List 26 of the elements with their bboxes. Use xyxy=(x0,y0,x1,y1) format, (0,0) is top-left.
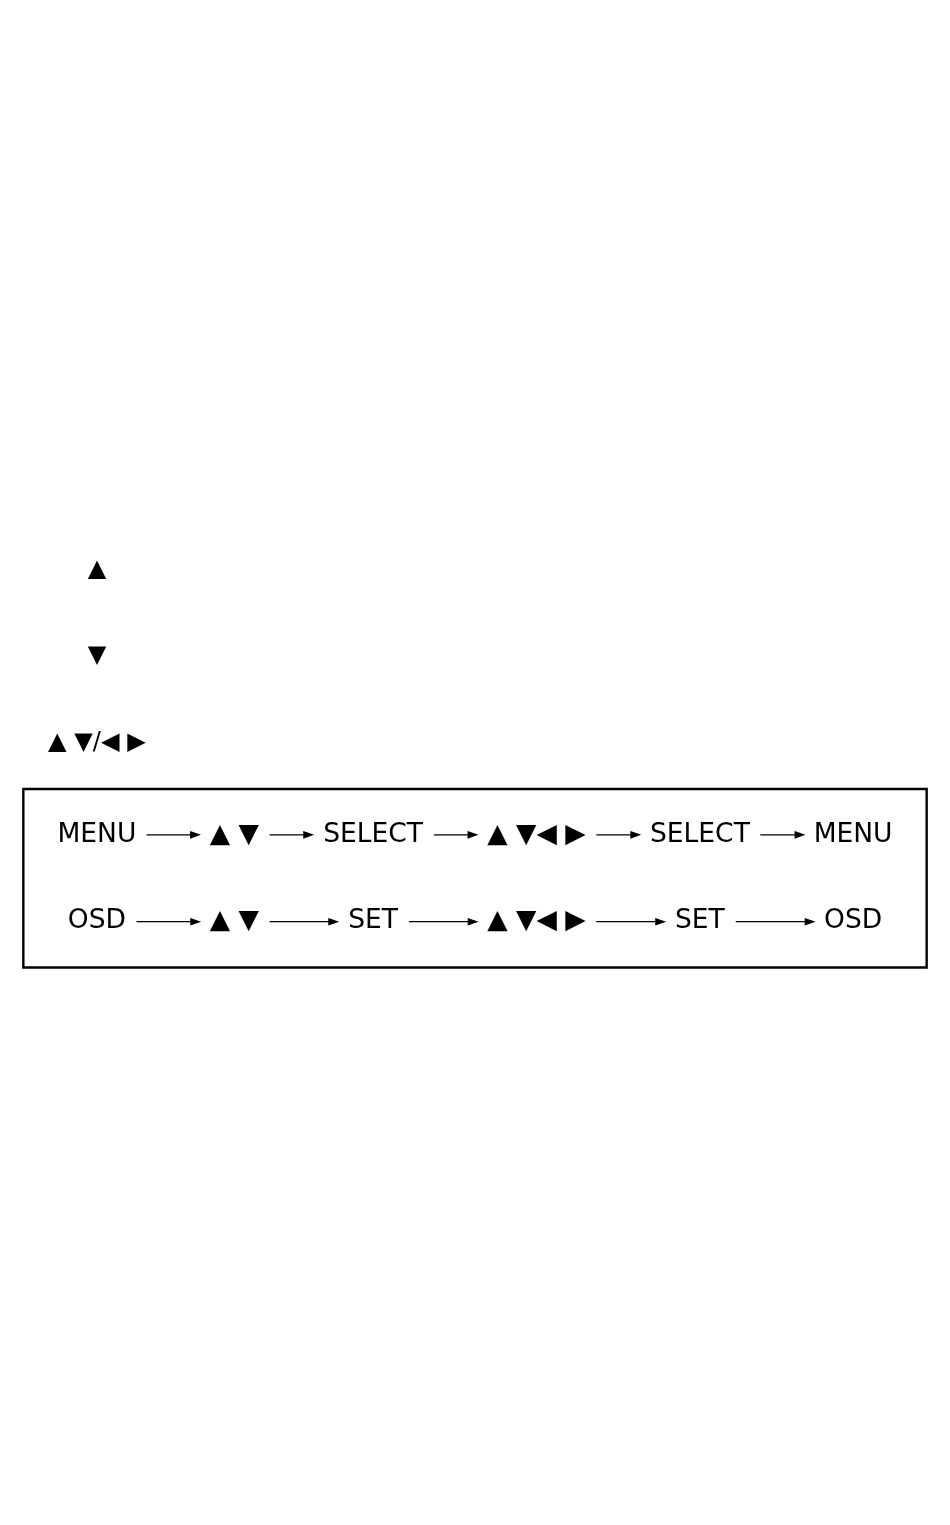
node-text: ▲ ▼ xyxy=(209,816,259,848)
node-text: SELECT xyxy=(650,816,750,848)
arrow xyxy=(269,917,340,926)
node-text: ▲ ▼ xyxy=(209,903,259,935)
node-text: SET xyxy=(675,903,725,935)
node-text: SELECT xyxy=(323,816,423,848)
cluster xyxy=(22,787,928,969)
arrow xyxy=(595,917,667,926)
arrow xyxy=(145,831,201,839)
node-text: ▲ ▼◀ ▶ xyxy=(487,903,586,935)
node-text: MENU xyxy=(57,816,137,848)
arrow xyxy=(135,917,202,926)
arrow xyxy=(433,831,479,839)
node-text: OSD xyxy=(824,903,883,935)
arrow xyxy=(408,917,479,926)
node-text: SET xyxy=(348,903,398,935)
arrow xyxy=(759,831,806,839)
label: ▲ ▼/◀ ▶ xyxy=(48,727,146,756)
label: ▼ xyxy=(87,640,107,669)
node-text: MENU xyxy=(813,816,893,848)
arrow xyxy=(735,917,816,926)
arrow xyxy=(269,831,315,839)
node-text: OSD xyxy=(67,903,126,935)
label: ▲ xyxy=(87,553,107,582)
node-text: ▲ ▼◀ ▶ xyxy=(487,816,586,848)
arrow xyxy=(595,831,642,839)
